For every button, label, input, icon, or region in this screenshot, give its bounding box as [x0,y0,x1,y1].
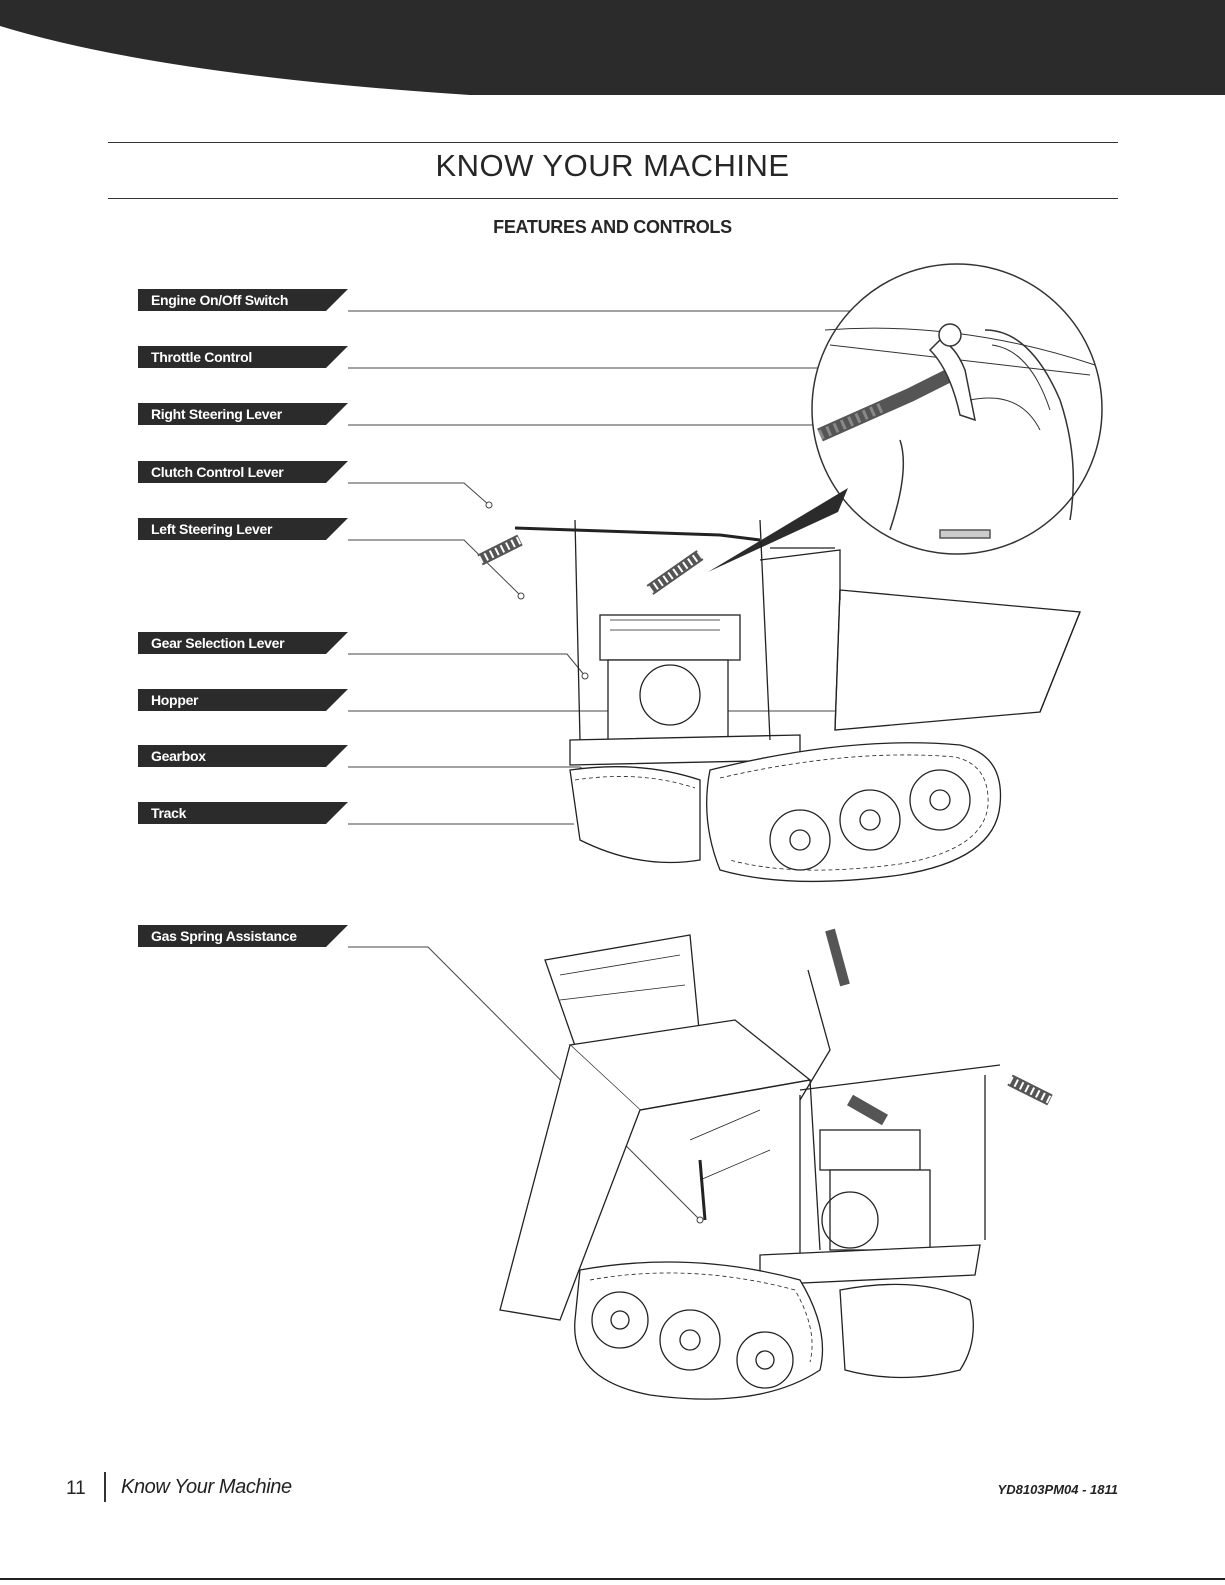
machine-top-drawing [480,520,1080,881]
label-engine-on-off-switch: Engine On/Off Switch [138,289,326,311]
detail-magnifier [708,264,1102,572]
leader-clutch [348,483,489,505]
footer-section-title: Know Your Machine [121,1476,292,1499]
label-gearbox: Gearbox [138,745,326,767]
machine-bottom-drawing [500,930,1050,1399]
label-gear-selection-lever: Gear Selection Lever [138,632,326,654]
label-right-steering-lever: Right Steering Lever [138,403,326,425]
document-code: YD8103PM04 - 1811 [998,1482,1118,1497]
label-track: Track [138,802,326,824]
page-bottom-line [0,1578,1225,1580]
label-throttle-control: Throttle Control [138,346,326,368]
leader-throttle [348,368,886,390]
footer-divider [104,1472,106,1502]
leader-gear-selection [348,654,585,676]
page-number: 11 [66,1478,86,1500]
label-left-steering-lever: Left Steering Lever [138,518,326,540]
label-clutch-control-lever: Clutch Control Lever [138,461,326,483]
label-hopper: Hopper [138,689,326,711]
label-gas-spring-assistance: Gas Spring Assistance [138,925,326,947]
